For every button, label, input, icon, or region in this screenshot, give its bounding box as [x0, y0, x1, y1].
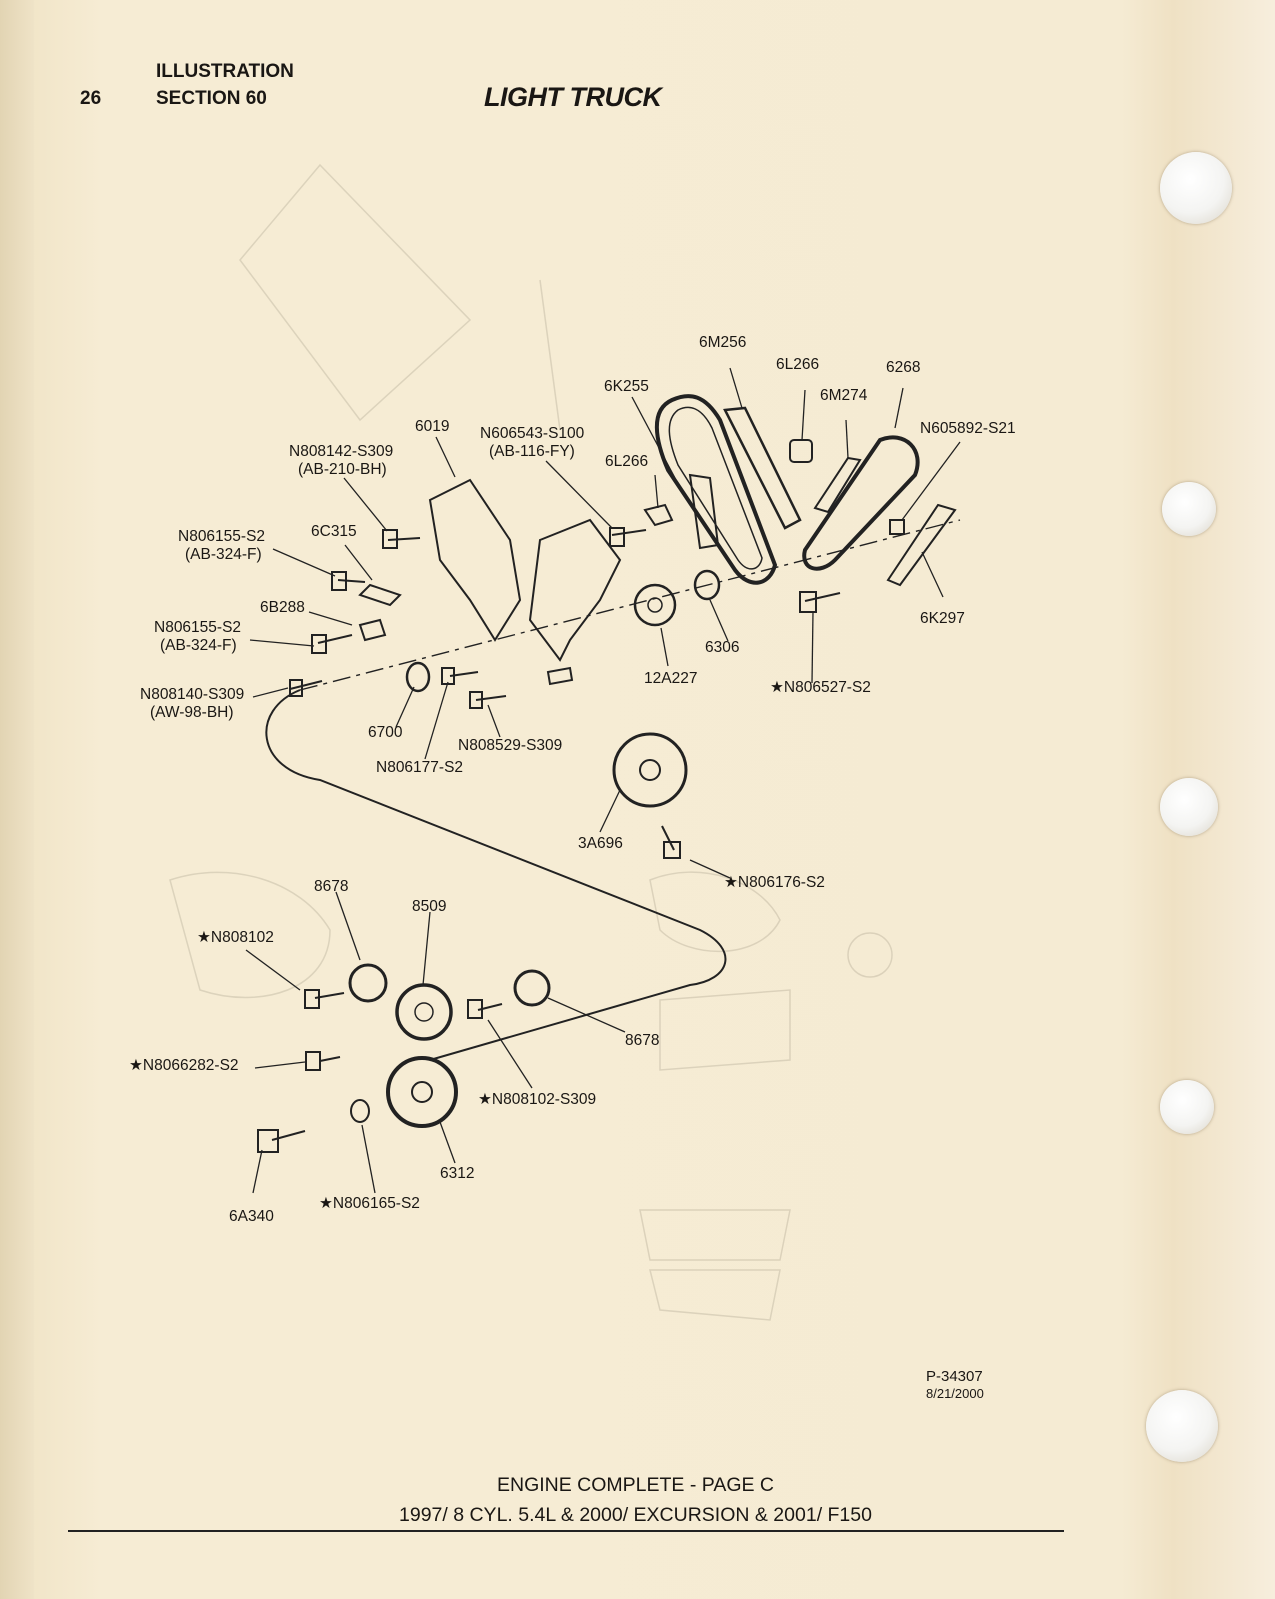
part-label: 6M256	[699, 334, 747, 351]
part-label: 6312	[440, 1165, 475, 1182]
page-title: LIGHT TRUCK	[484, 82, 662, 112]
part-label: 6019	[415, 418, 450, 435]
part-label: (AB-324-F)	[160, 637, 237, 654]
crank-seal	[405, 661, 431, 693]
part-label: 3A696	[578, 835, 623, 852]
timing-chain-right	[802, 435, 920, 571]
part-label: 6C315	[311, 523, 357, 540]
part-label: N806177-S2	[376, 759, 464, 776]
idler-pulley-right	[513, 969, 551, 1007]
part-label: 6268	[886, 359, 921, 376]
binder-hole	[1160, 778, 1218, 836]
part-label: 6K255	[604, 378, 649, 395]
part-label: N808529-S309	[458, 737, 563, 754]
part-label: N808140-S309	[140, 686, 245, 703]
part-label: 6M274	[820, 387, 868, 404]
binder-hole	[1160, 1080, 1214, 1134]
part-label: N605892-S21	[920, 420, 1016, 437]
leader-lines	[245, 367, 961, 1194]
damper-washer	[350, 1099, 370, 1123]
crankshaft-damper	[386, 1056, 458, 1128]
header-illustration: ILLUSTRATION	[156, 61, 294, 82]
page-number: 26	[80, 88, 102, 109]
binder-hole	[1162, 482, 1216, 536]
crank-centerline	[299, 519, 961, 691]
binder-hole	[1146, 1390, 1218, 1462]
part-label: (AW-98-BH)	[150, 704, 234, 721]
chain-guide-right	[813, 456, 862, 514]
footer-rule	[68, 1530, 1064, 1532]
binder-hole	[1160, 152, 1232, 224]
header-section: SECTION 60	[156, 88, 267, 109]
figure-date: 8/21/2000	[926, 1386, 984, 1401]
front-cover-left	[428, 478, 522, 642]
part-label: 6A340	[229, 1208, 274, 1225]
accessory-belt-path	[265, 689, 727, 1061]
part-label: 8678	[314, 878, 349, 895]
tensioner-arm	[886, 503, 957, 587]
bolt-set	[257, 503, 905, 1153]
part-label: N606543-S100	[480, 425, 585, 442]
chain-tensioner	[789, 439, 813, 463]
part-label: ★N806527-S2	[770, 679, 871, 696]
figure-number: P-34307	[926, 1368, 983, 1385]
part-label: 8678	[625, 1032, 660, 1049]
chain-guide	[723, 406, 802, 530]
water-pump-pulley	[612, 732, 688, 808]
idler-pulley-left	[348, 963, 388, 1003]
part-label: (AB-116-FY)	[489, 443, 575, 460]
tensioner-arm-left	[688, 473, 720, 550]
part-label: (AB-210-BH)	[298, 461, 387, 478]
part-label: 6B288	[260, 599, 305, 616]
part-label: ★N806176-S2	[724, 874, 825, 891]
part-label: ★N8066282-S2	[129, 1057, 239, 1074]
part-label: N806155-S2	[178, 528, 266, 545]
timing-chain-left	[654, 394, 778, 585]
part-label: 6700	[368, 724, 403, 741]
crank-sprocket	[633, 583, 677, 627]
crank-spacer	[693, 569, 721, 601]
part-label: ★N808102	[197, 929, 274, 946]
part-label: 6306	[705, 639, 740, 656]
part-label: 6L266	[605, 453, 649, 470]
idler-pulley-8509	[395, 983, 453, 1041]
part-label: N806155-S2	[154, 619, 242, 636]
footer-subtitle: 1997/ 8 CYL. 5.4L & 2000/ EXCURSION & 20…	[399, 1504, 872, 1526]
footer-title: ENGINE COMPLETE - PAGE C	[496, 1474, 775, 1496]
part-label: ★N808102-S309	[478, 1091, 597, 1108]
page-spine-shadow	[0, 0, 34, 1599]
part-label: N808142-S309	[289, 443, 394, 460]
part-label: ★N806165-S2	[319, 1195, 420, 1212]
part-label: 6L266	[776, 356, 820, 373]
part-label: 12A227	[644, 670, 698, 687]
bleed-through-artwork	[169, 163, 893, 1321]
front-cover-right	[528, 518, 622, 662]
part-label: 6K297	[920, 610, 965, 627]
part-label: (AB-324-F)	[185, 546, 262, 563]
part-label: 8509	[412, 898, 447, 915]
